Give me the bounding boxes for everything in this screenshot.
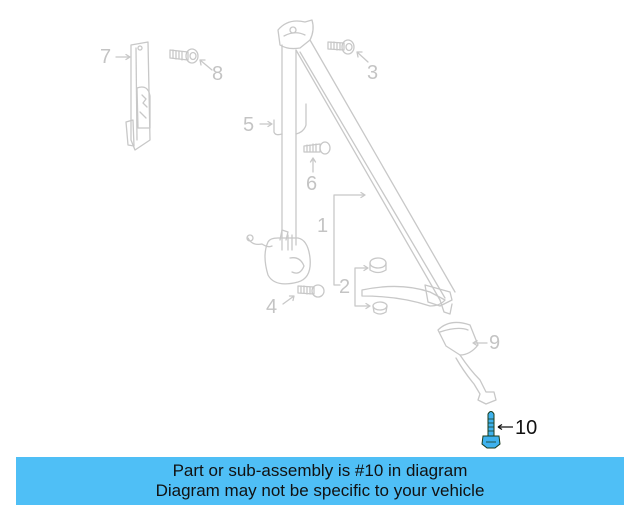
- arrow-1: [333, 191, 366, 286]
- arrow-2: [354, 264, 371, 310]
- arrow-8: [199, 59, 213, 71]
- callout-6: 6: [306, 173, 318, 195]
- part-6-screw: [303, 141, 331, 155]
- callout-1: 1: [317, 215, 329, 237]
- part-4-bolt: [297, 284, 325, 298]
- part-3-bolt: [327, 39, 355, 55]
- arrow-9: [472, 339, 488, 347]
- callout-7: 7: [100, 46, 112, 68]
- info-banner: Part or sub-assembly is #10 in diagram D…: [16, 457, 624, 505]
- arrow-3: [356, 51, 369, 63]
- callout-8: 8: [212, 63, 224, 85]
- part-2-cap-and-nut: [369, 257, 388, 315]
- arrow-5: [259, 120, 273, 128]
- arrow-7: [115, 53, 131, 61]
- callout-2: 2: [339, 276, 351, 298]
- part-8-bolt: [169, 48, 199, 64]
- callout-10[interactable]: 10: [515, 417, 538, 439]
- arrow-4: [282, 295, 295, 305]
- arrow-10: [497, 423, 513, 431]
- callout-9: 9: [489, 332, 501, 354]
- banner-line-part-number: Part or sub-assembly is #10 in diagram: [172, 461, 468, 480]
- part-10-bolt-highlighted[interactable]: [481, 411, 501, 449]
- part-7-bracket: [125, 41, 151, 151]
- callout-5: 5: [243, 114, 255, 136]
- callout-3: 3: [367, 62, 379, 84]
- arrow-6: [309, 157, 317, 173]
- part-9-buckle: [437, 321, 497, 405]
- callout-4: 4: [266, 296, 278, 318]
- part-5-hook: [273, 103, 307, 136]
- banner-line-disclaimer: Diagram may not be specific to your vehi…: [155, 481, 485, 500]
- part-1-seat-belt-assembly: [246, 19, 456, 315]
